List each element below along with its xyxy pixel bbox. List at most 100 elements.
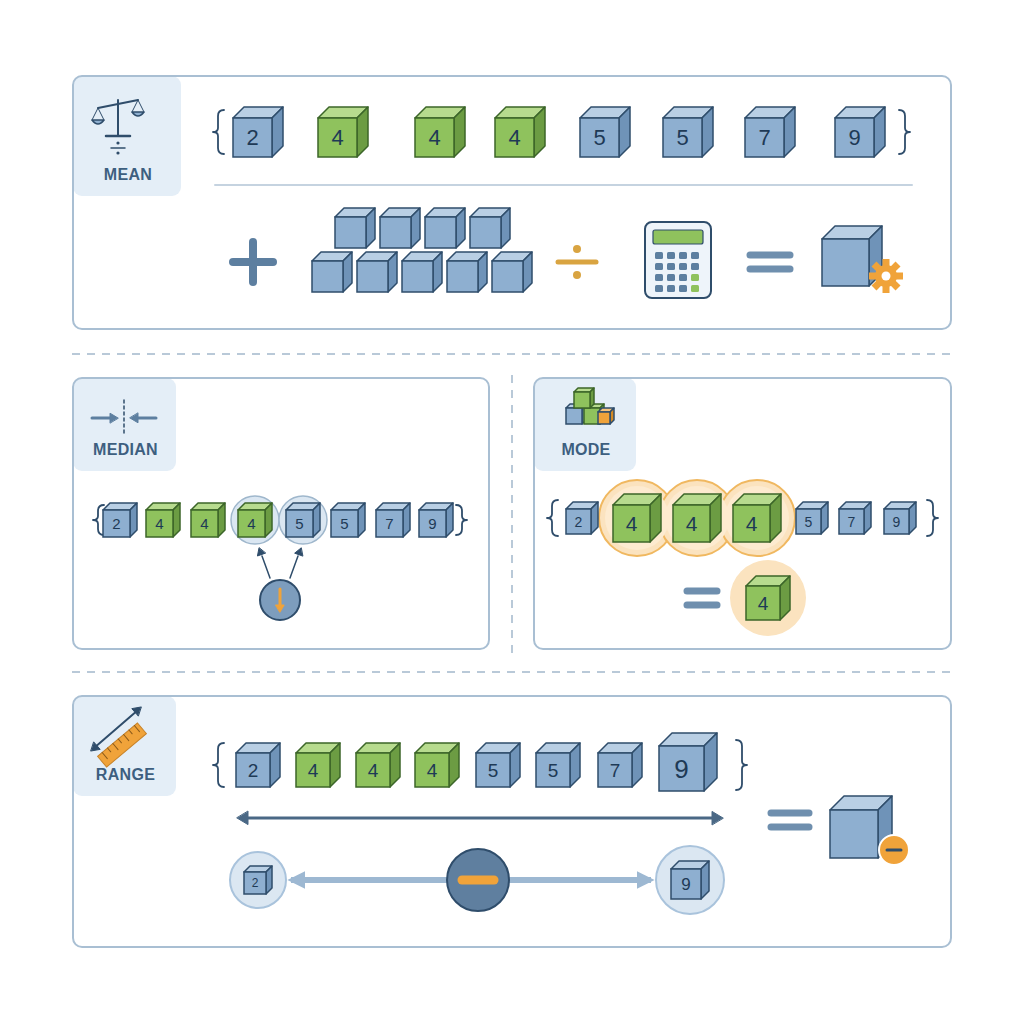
divide-icon <box>111 147 125 149</box>
cube-side <box>632 743 642 787</box>
cube-side <box>343 252 352 292</box>
cube-number: 4 <box>146 510 173 537</box>
cube-shape <box>536 743 580 787</box>
scale-icon <box>132 112 144 116</box>
number-cube: 4 <box>238 503 272 537</box>
gear-hole <box>882 272 891 281</box>
set-brace <box>736 740 747 790</box>
cube-front <box>580 118 619 157</box>
equals-sign <box>687 602 717 609</box>
section-panel: MEDIAN24445579 <box>72 377 490 650</box>
section-title: MEAN <box>74 165 182 185</box>
number-cube: 5 <box>580 107 630 157</box>
scale-icon <box>132 100 138 112</box>
set-brace <box>456 505 467 535</box>
calculator-key <box>667 285 675 292</box>
cube-shape <box>492 252 532 292</box>
number-cube: 4 <box>673 494 721 542</box>
cube-shape <box>663 107 713 157</box>
cube-shape <box>733 494 781 542</box>
cube-shape <box>470 208 510 248</box>
cube-front <box>238 510 265 537</box>
cube-front <box>244 872 266 894</box>
cube-shape <box>673 494 721 542</box>
median-icon <box>110 413 118 423</box>
section-panel: MODE24445794 <box>533 377 952 650</box>
number-cube: 4 <box>415 743 459 787</box>
cube-side <box>449 743 459 787</box>
cube-shape <box>146 503 180 537</box>
section-title: RANGE <box>74 765 177 785</box>
cube-shape <box>318 107 368 157</box>
cube-number: 4 <box>356 753 390 787</box>
calculator-key <box>655 263 663 270</box>
divide-icon <box>116 151 119 154</box>
cube-front <box>331 510 358 537</box>
range-icon <box>94 710 138 748</box>
cube-front <box>796 509 821 534</box>
cube-front <box>146 510 173 537</box>
cube-front <box>613 505 650 542</box>
cube-front <box>402 261 433 292</box>
cube-side <box>702 107 713 157</box>
cube-front <box>492 261 523 292</box>
cube-front <box>536 753 570 787</box>
cube-side <box>313 503 320 537</box>
cube-front <box>357 261 388 292</box>
cube-front <box>476 753 510 787</box>
cube-front <box>663 118 702 157</box>
cube-front <box>380 217 411 248</box>
cube-front <box>415 753 449 787</box>
cube-side <box>218 503 225 537</box>
median-marker <box>260 580 300 620</box>
sum-cube <box>447 252 487 292</box>
mode-glow <box>725 486 789 550</box>
gear-body <box>875 265 897 287</box>
cube-side <box>266 866 272 894</box>
cube-side <box>523 252 532 292</box>
cube-front <box>659 746 704 791</box>
cube-number: 4 <box>495 118 534 157</box>
cube-shape <box>476 743 520 787</box>
cube-front <box>830 810 878 858</box>
calculator-key <box>655 285 663 292</box>
minus-operator <box>447 849 509 911</box>
cube-number: 4 <box>296 753 330 787</box>
cube-side <box>446 503 453 537</box>
cube-shape <box>671 861 709 899</box>
equals-sign <box>771 824 809 831</box>
number-cube: 2 <box>236 743 280 787</box>
cube-front <box>745 118 784 157</box>
calculator-key <box>691 285 699 292</box>
cube-shape <box>425 208 465 248</box>
ruler-tick <box>113 743 118 749</box>
cube-shape <box>356 743 400 787</box>
cube-side <box>570 743 580 787</box>
pointer-arrow <box>290 556 298 578</box>
cube-side <box>784 107 795 157</box>
cube-side <box>710 494 721 542</box>
cube-front <box>746 586 780 620</box>
cube-number: 9 <box>659 746 704 791</box>
cube-number: 9 <box>419 510 446 537</box>
cube-side <box>770 494 781 542</box>
cube-number: 4 <box>238 510 265 537</box>
cube-side <box>478 252 487 292</box>
cube-side <box>330 743 340 787</box>
scale-icon <box>106 135 130 138</box>
cube-front <box>415 118 454 157</box>
cube-shape <box>580 107 630 157</box>
cube-shape <box>415 107 465 157</box>
cube-shape <box>331 503 365 537</box>
result-glow <box>730 560 806 636</box>
cube-side <box>534 107 545 157</box>
cube-shape <box>296 743 340 787</box>
cube-shape <box>380 208 420 248</box>
row-divider <box>215 184 912 186</box>
cube-side <box>864 502 871 534</box>
minus-badge <box>879 835 909 865</box>
cube-side <box>173 503 180 537</box>
range-icon <box>91 742 100 751</box>
cube-number: 5 <box>286 510 313 537</box>
cube-side <box>510 743 520 787</box>
